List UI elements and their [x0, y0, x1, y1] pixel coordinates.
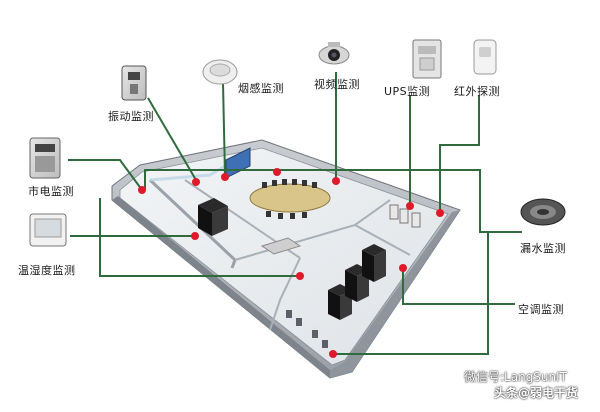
sensor-dot	[192, 178, 200, 186]
label-power: 市电监测	[28, 185, 74, 198]
label-video: 视频监测	[314, 78, 360, 91]
vibration-sensor-icon	[121, 65, 147, 101]
desk	[260, 237, 302, 255]
building-right-wall	[330, 210, 460, 378]
connector-aircon	[402, 268, 515, 305]
connector-power	[68, 159, 143, 191]
building-floor	[119, 147, 449, 366]
ups-cabinets	[389, 204, 421, 228]
partition-wall	[354, 224, 411, 256]
power-meter-icon	[29, 137, 61, 179]
sensor-dot	[399, 264, 407, 272]
front-wall-windows	[286, 310, 328, 348]
connector-bottom	[333, 232, 489, 355]
sensor-dot	[221, 173, 229, 181]
sensor-dot	[332, 177, 340, 185]
label-vibration: 振动监测	[108, 110, 154, 123]
infrared-sensor-icon	[473, 39, 497, 75]
thermometer-hygrometer-icon	[29, 213, 67, 247]
sensor-dot	[296, 272, 304, 280]
connector-vibration	[147, 97, 197, 181]
connector-lines	[68, 72, 522, 355]
partition-wall	[269, 257, 301, 331]
camera-icon	[318, 42, 350, 65]
watermark-author: 头条@弱电干货	[494, 386, 579, 400]
label-air-conditioner: 空调监测	[518, 303, 564, 316]
chairs	[262, 179, 317, 219]
server-rack-group-left	[198, 198, 228, 236]
connector-smoke	[222, 82, 226, 176]
ups-monitor-icon	[412, 39, 442, 79]
connector-infrared	[439, 95, 480, 212]
smoke-detector-icon	[202, 59, 238, 85]
label-smoke: 烟感监测	[238, 82, 284, 95]
sensor-dot	[191, 232, 199, 240]
label-temp-humidity: 温湿度监测	[18, 264, 76, 277]
label-water-leak: 漏水监测	[520, 242, 566, 255]
label-ups: UPS监测	[384, 85, 431, 98]
label-infrared: 红外探测	[454, 85, 500, 98]
sensor-dot	[273, 168, 281, 176]
server-rack-group-right	[328, 244, 386, 320]
sensor-dot	[138, 186, 146, 194]
water-leak-sensor-icon	[520, 198, 566, 226]
conference-table	[249, 183, 331, 213]
sensor-dot	[406, 202, 414, 210]
watermark-wechat: 微信号:LangSunIT	[464, 370, 568, 384]
sensor-dot	[436, 209, 444, 217]
connector-lower-loop	[99, 198, 300, 277]
sensor-dot	[329, 350, 337, 358]
building-floorplan	[111, 139, 461, 379]
sensor-dots	[138, 168, 444, 358]
building-front-wall	[112, 196, 330, 378]
